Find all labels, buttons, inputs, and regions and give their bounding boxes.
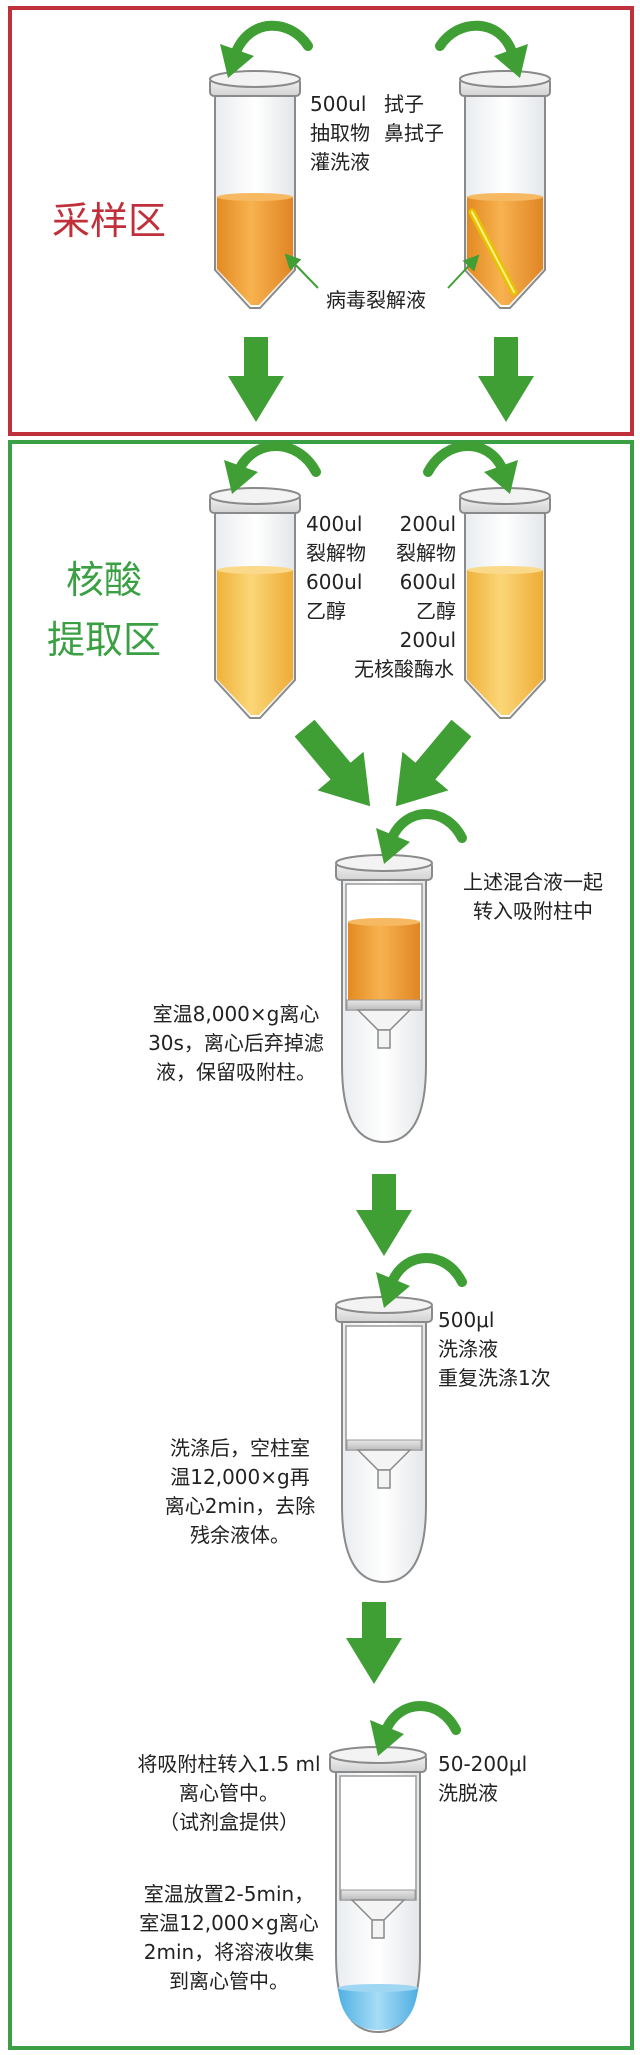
curved-arrow-icon <box>376 1253 467 1308</box>
down-arrow-icon <box>346 1602 402 1684</box>
extraction-right-tube-label-last: 无核酸酶水 <box>354 657 454 681</box>
step3-side-label-a: 将吸附柱转入1.5 ml 离心管中。 （试剂盒提供） <box>137 1752 321 1834</box>
lysis-buffer-label: 病毒裂解液 <box>326 288 426 312</box>
spin-column-2 <box>335 1296 433 1584</box>
down-arrow-icon <box>478 337 534 422</box>
extraction-left-tube-label: 400ul 裂解物 600ul 乙醇 <box>306 512 366 623</box>
sampling-zone-title: 采样区 <box>52 199 167 243</box>
step2-top-label: 500μl 洗涤液 重复洗涤1次 <box>438 1308 551 1390</box>
extraction-tube-right <box>459 487 551 719</box>
spin-column-1 <box>335 854 433 1144</box>
extraction-right-tube-label: 200ul 裂解物 600ul 乙醇 200ul <box>396 512 456 652</box>
sampling-left-tube-label: 500ul 抽取物 灌洗液 <box>310 92 370 174</box>
curved-arrow-icon <box>224 441 321 494</box>
extraction-zone-border <box>8 440 634 2050</box>
down-arrow-icon <box>356 1174 412 1256</box>
curved-arrow-icon <box>435 20 528 78</box>
extraction-zone-title: 核酸 提取区 <box>46 558 161 662</box>
step1-side-label: 室温8,000×g离心 30s，离心后弃掉滤 液，保留吸附柱。 <box>148 1002 324 1084</box>
lysis-pointer-right <box>447 254 480 289</box>
curved-arrow-icon <box>423 441 518 494</box>
step2-side-label: 洗涤后，空柱室 温12,000×g再 离心2min，去除 残余液体。 <box>164 1436 316 1547</box>
lysis-pointer-left <box>284 253 319 289</box>
converge-arrow-right-icon <box>395 719 472 807</box>
curved-arrow-icon <box>220 20 313 78</box>
curved-arrow-icon <box>370 1701 461 1756</box>
spin-column-3 <box>329 1746 427 2034</box>
curved-arrow-icon <box>376 809 467 864</box>
sampling-tube-right <box>459 70 551 309</box>
sampling-right-tube-label: 拭子 鼻拭子 <box>384 92 444 145</box>
down-arrow-icon <box>228 337 284 422</box>
converge-arrow-left-icon <box>294 719 371 807</box>
sampling-zone-border <box>8 6 634 436</box>
extraction-tube-left <box>209 487 301 719</box>
step3-top-label: 50-200μl 洗脱液 <box>438 1752 528 1805</box>
sampling-tube-left <box>209 70 301 309</box>
step1-top-label: 上述混合液一起 转入吸附柱中 <box>463 870 603 923</box>
step3-side-label-b: 室温放置2-5min， 室温12,000×g离心 2min，将溶液收集 到离心管… <box>139 1882 319 1993</box>
